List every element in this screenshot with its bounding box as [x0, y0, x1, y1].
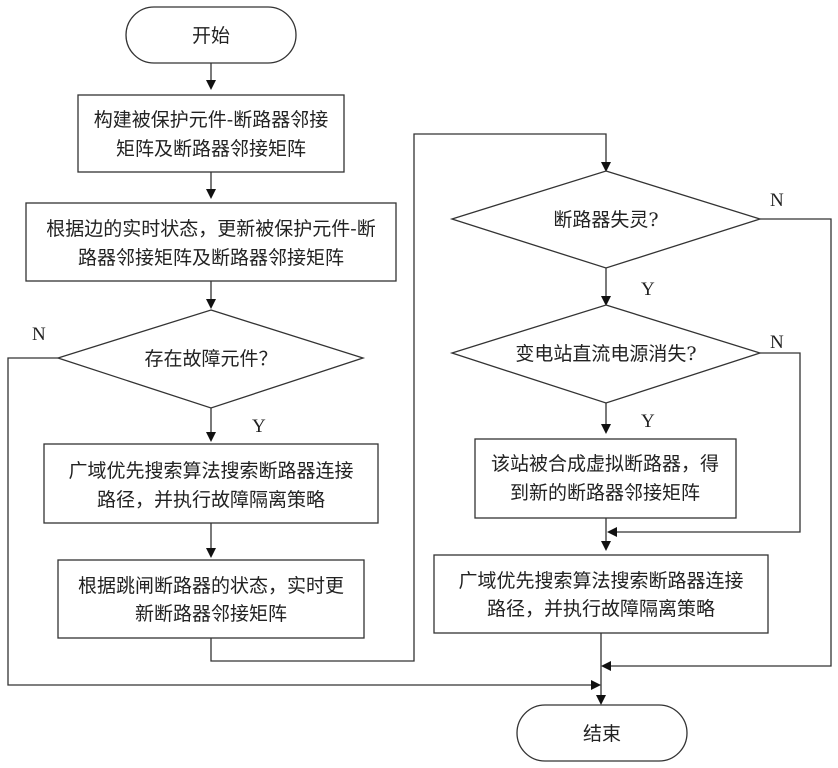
search-right-line-1: 广域优先搜索算法搜索断路器连接 — [458, 570, 743, 592]
virtual-breaker-line-2: 到新的断路器邻接矩阵 — [510, 482, 700, 504]
start-label: 开始 — [192, 25, 230, 47]
arrowhead-icon — [206, 299, 216, 309]
arrowhead-icon — [596, 695, 606, 705]
arrowhead-icon — [601, 424, 611, 434]
dc-power-loss-no-label: N — [770, 332, 784, 353]
end-label: 结束 — [583, 723, 621, 745]
update-matrix-line-1: 根据边的实时状态，更新被保护元件-断 — [46, 218, 375, 240]
update-breaker-line-2: 新断路器邻接矩阵 — [135, 603, 287, 625]
arrowhead-icon — [206, 432, 216, 442]
update-breaker-box: 根据跳闸断路器的状态，实时更 新断路器邻接矩阵 — [58, 560, 364, 638]
arrowhead-icon — [206, 548, 216, 558]
build-matrix-box: 构建被保护元件-断路器邻接 矩阵及断路器邻接矩阵 — [78, 95, 344, 172]
breaker-failure-no-label: N — [770, 190, 784, 211]
arrowhead-icon — [607, 527, 617, 537]
virtual-breaker-box: 该站被合成虚拟断路器，得 到新的断路器邻接矩阵 — [475, 439, 736, 518]
dc-power-loss-yes-label: Y — [641, 411, 655, 432]
fault-exists-decision: 存在故障元件？ — [58, 310, 363, 408]
search-left-box: 广域优先搜索算法搜索断路器连接 路径，并执行故障隔离策略 — [44, 444, 378, 523]
search-left-line-1: 广域优先搜索算法搜索断路器连接 — [68, 460, 353, 482]
update-matrix-line-2: 路器邻接矩阵及断路器邻接矩阵 — [78, 247, 344, 269]
fault-exists-label: 存在故障元件？ — [144, 348, 277, 370]
arrowhead-icon — [206, 189, 216, 199]
build-matrix-line-2: 矩阵及断路器邻接矩阵 — [116, 138, 306, 160]
update-breaker-line-1: 根据跳闸断路器的状态，实时更 — [78, 575, 344, 597]
arrowhead-icon — [206, 80, 216, 90]
start-terminal: 开始 — [126, 7, 296, 63]
fault-exists-no-label: N — [32, 324, 46, 345]
arrowhead-icon — [601, 541, 611, 551]
breaker-failure-yes-label: Y — [641, 279, 655, 300]
dc-power-loss-label: 变电站直流电源消失? — [515, 343, 696, 365]
update-matrix-box: 根据边的实时状态，更新被保护元件-断 路器邻接矩阵及断路器邻接矩阵 — [26, 203, 396, 281]
arrowhead-icon — [601, 661, 611, 671]
breaker-failure-decision: 断路器失灵? — [452, 171, 760, 268]
fault-exists-yes-label: Y — [252, 416, 266, 437]
dc-power-loss-decision: 变电站直流电源消失? — [452, 305, 760, 403]
virtual-breaker-line-1: 该站被合成虚拟断路器，得 — [491, 453, 719, 475]
search-right-line-2: 路径，并执行故障隔离策略 — [487, 598, 715, 620]
search-right-box: 广域优先搜索算法搜索断路器连接 路径，并执行故障隔离策略 — [434, 555, 768, 633]
build-matrix-line-1: 构建被保护元件-断路器邻接 — [94, 109, 328, 131]
breaker-failure-label: 断路器失灵? — [553, 209, 658, 231]
search-left-line-2: 路径，并执行故障隔离策略 — [97, 489, 325, 511]
end-terminal: 结束 — [517, 705, 687, 761]
arrowhead-icon — [591, 680, 601, 690]
